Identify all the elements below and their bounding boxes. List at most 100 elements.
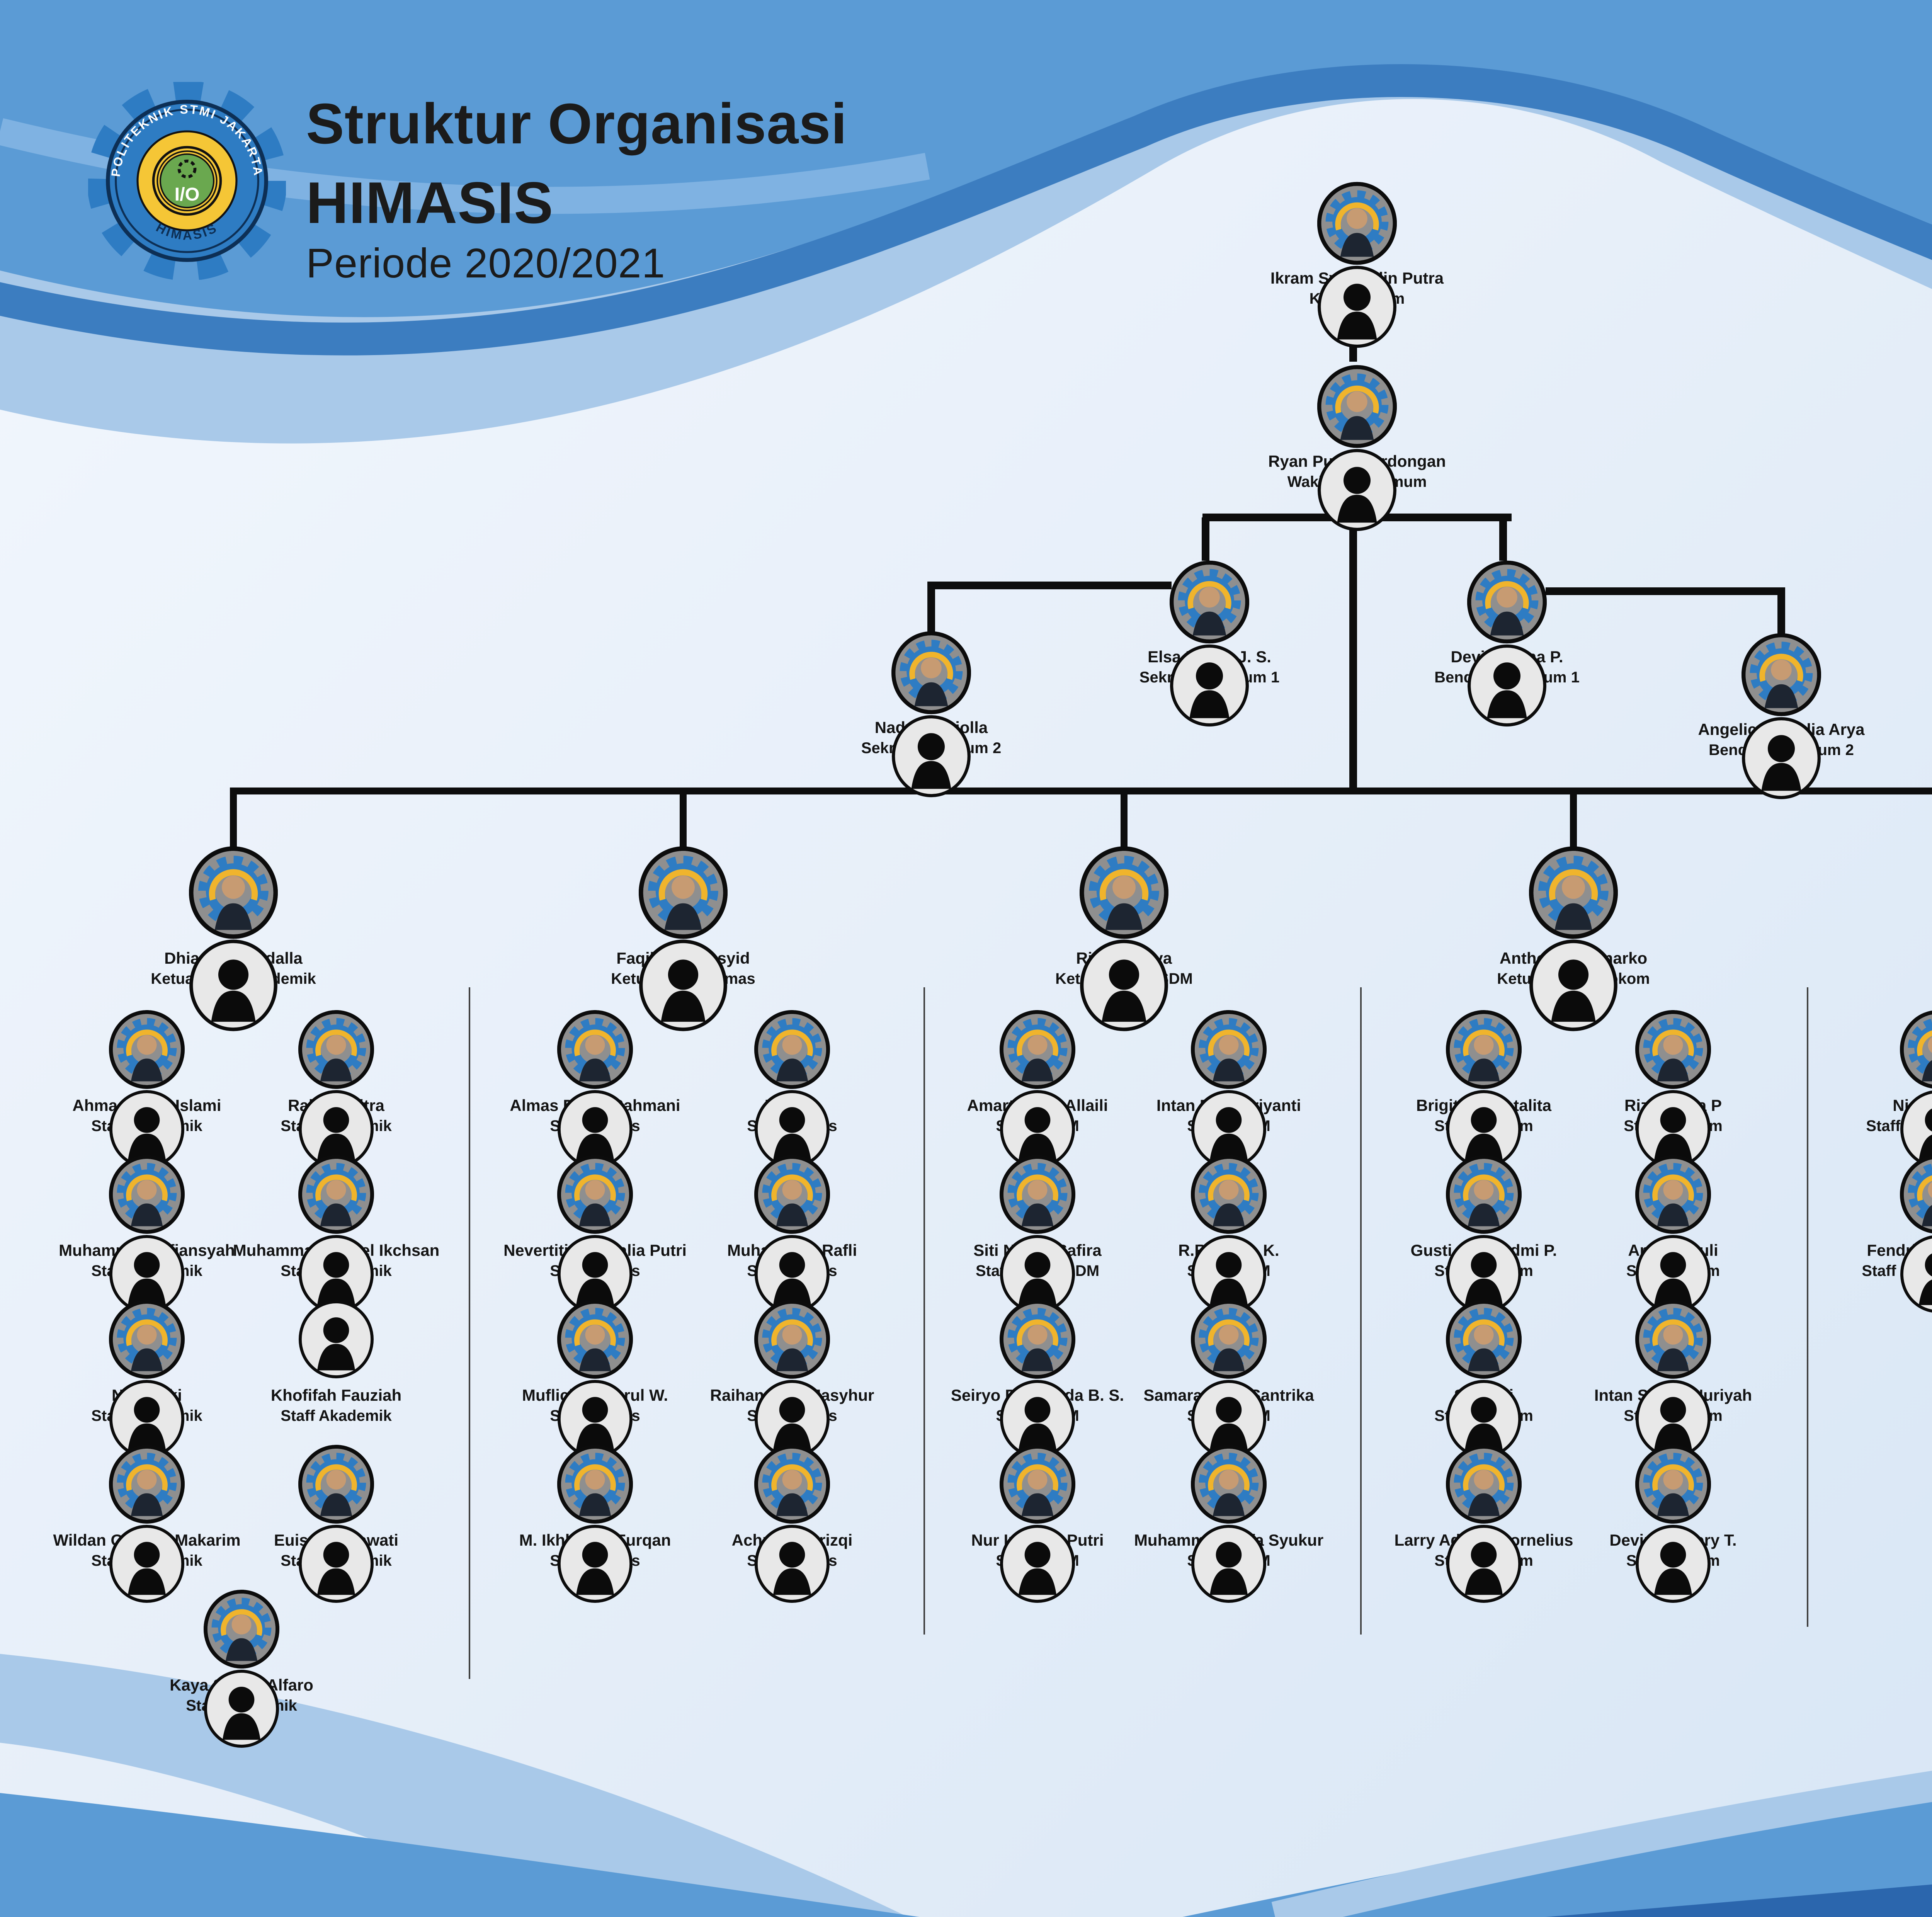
member-avatar [1191, 1444, 1267, 1603]
member-photo-badge-icon [1080, 846, 1168, 939]
member-photo-badge-icon [1446, 1445, 1522, 1524]
member-divisions-3-staff-7: Devina Vallery T. Staf Infokom [1549, 1444, 1797, 1603]
member-divisions-2-staff-0: Amarta Quri Allaili Staff PSDM [914, 1010, 1161, 1168]
member-photo-badge-icon [298, 1010, 374, 1089]
member-avatar [1635, 1300, 1711, 1458]
member-photo-badge-icon [189, 846, 278, 939]
logo-center-text: I/O [175, 184, 200, 205]
member-placeholder-avatar-icon [298, 1525, 374, 1603]
member-avatar [298, 1010, 374, 1168]
member-photo-badge-icon [1467, 560, 1547, 644]
member-placeholder-avatar-icon [754, 1525, 830, 1603]
member-photo-badge-icon [1635, 1300, 1711, 1379]
member-avatar [189, 846, 278, 1031]
member-avatar [298, 1300, 374, 1379]
member-avatar [754, 1010, 830, 1168]
member-chairman: Ikram Syahrudin Putra Ketua Umum [1233, 182, 1481, 348]
member-placeholder-avatar-icon [1900, 1235, 1932, 1313]
member-divisions-2-staff-5: Samara Roza Santrika Staff PSDM [1105, 1300, 1352, 1458]
page-title-period: Periode 2020/2021 [306, 240, 665, 286]
member-photo-badge-icon [754, 1445, 830, 1524]
member-avatar [557, 1155, 633, 1313]
member-avatar [1000, 1444, 1075, 1603]
connector-elbow-bendahara2-v [1777, 591, 1785, 634]
member-avatar [1000, 1010, 1075, 1168]
member-avatar [109, 1155, 185, 1313]
connector-drop-humas [680, 792, 687, 847]
member-divisions-4-head: Rolan Malau Ketua Divisi Kewirausahan [1908, 846, 1932, 988]
member-photo-badge-icon [754, 1300, 830, 1379]
logo-mini-gear-icon [177, 159, 197, 179]
member-role: Staff Akademik [281, 1407, 392, 1424]
member-photo-badge-icon [1900, 1155, 1932, 1233]
member-placeholder-avatar-icon [1080, 939, 1168, 1031]
member-placeholder-avatar-icon [892, 715, 971, 798]
member-placeholder-avatar-icon [298, 1235, 374, 1313]
member-placeholder-avatar-icon [109, 1090, 185, 1168]
member-avatar [557, 1444, 633, 1603]
member-placeholder-avatar-icon [1191, 1380, 1267, 1458]
member-divisions-3-staff-6: Larry Advent Cornelius Staff Infokom [1360, 1444, 1607, 1603]
member-divisions-0-staff-1: Raka Janitra Staff Akademik [213, 1010, 460, 1168]
member-avatar [1900, 1010, 1932, 1168]
member-avatar [754, 1300, 830, 1458]
connector-elbow-sekretaris2-h [927, 582, 1172, 589]
member-placeholder-avatar-icon [1742, 717, 1821, 799]
member-avatar [1446, 1444, 1522, 1603]
member-divisions-1-staff-7: Achmad Farizqi Staff Humas [668, 1444, 916, 1603]
member-divisions-0-staff-8: Kaya Simon Alfaro Staff Akademik [118, 1589, 365, 1748]
member-avatar [109, 1300, 185, 1458]
member-divisions-0-head: Dhia Rifqi Abdalla Ketua Divisi Akademik [110, 846, 357, 1031]
member-avatar [1635, 1010, 1711, 1168]
member-photo-badge-icon [1446, 1300, 1522, 1379]
member-photo-badge-icon [1635, 1155, 1711, 1234]
member-avatar [1317, 182, 1397, 348]
member-photo-badge-icon [1317, 182, 1397, 265]
member-divisions-0-staff-6: Wildan Ghanea Makarim Staff Akademik [23, 1444, 270, 1603]
member-divisions-0-staff-5: Khofifah Fauziah Staff Akademik [213, 1300, 460, 1425]
member-avatar [1467, 560, 1547, 727]
connector-drop-akademik [230, 792, 237, 847]
member-avatar [298, 1155, 374, 1313]
member-avatar [1446, 1300, 1522, 1458]
member-divisions-3-staff-1: Rizki Supa P Staff Infokom [1549, 1010, 1797, 1168]
member-divisions-1-staff-6: M. Ikhbar Al-Furqan Staff Humas [471, 1444, 719, 1603]
column-divider-humas-psdm [923, 987, 925, 1635]
member-avatar [639, 846, 728, 1031]
member-photo-badge-icon [298, 1445, 374, 1524]
member-placeholder-avatar-icon [1529, 939, 1617, 1031]
member-photo-badge-icon [557, 1445, 633, 1524]
member-placeholder-avatar-icon [1000, 1380, 1075, 1458]
member-photo-badge-icon [891, 631, 971, 714]
member-photo-badge-icon [1446, 1155, 1522, 1234]
member-photo-badge-icon [1900, 1010, 1932, 1089]
member-secretariat-0: Elsa Fanny J. S. Sekretaris Umum 1 [1086, 560, 1333, 727]
member-placeholder-avatar-icon [204, 1670, 279, 1748]
member-avatar [1000, 1155, 1075, 1313]
member-avatar [557, 1300, 633, 1458]
member-divisions-0-staff-4: Nur Rizki Staff Akademik [23, 1300, 270, 1458]
member-avatar [1635, 1444, 1711, 1603]
member-avatar [1529, 846, 1618, 1031]
member-photo-badge-icon [1191, 1155, 1267, 1234]
member-divisions-3-staff-0: Brigita Christalita Staff Infokom [1360, 1010, 1607, 1168]
page-title-line1: Struktur Organisasi [306, 92, 847, 156]
member-placeholder-avatar-icon [1468, 644, 1546, 727]
member-placeholder-avatar-icon [1000, 1235, 1075, 1313]
member-placeholder-avatar-icon [1191, 1235, 1267, 1313]
member-photo-badge-icon [109, 1155, 185, 1234]
member-placeholder-avatar-icon [1635, 1090, 1711, 1168]
connector-drop-bendahara1 [1499, 517, 1507, 561]
member-placeholder-avatar-icon [1446, 1525, 1522, 1603]
member-photo-badge-icon [1635, 1010, 1711, 1089]
member-divisions-0-staff-0: Ahmad Fajar Islami Staff Akademik [23, 1010, 270, 1168]
member-divisions-0-staff-7: Euis Rahmawati Staff Akademik [213, 1444, 460, 1603]
member-photo-badge-icon [204, 1590, 279, 1669]
member-photo-badge-icon [1170, 560, 1249, 644]
connector-main-trunk [1349, 491, 1357, 792]
member-avatar [1635, 1155, 1711, 1313]
member-divisions-2-staff-1: Intan Putri Ariyanti Staff PSDM [1105, 1010, 1352, 1168]
member-divisions-1-staff-0: Almas Dhiya Rahmani Staff Humas [471, 1010, 719, 1168]
member-placeholder-avatar-icon [754, 1380, 830, 1458]
